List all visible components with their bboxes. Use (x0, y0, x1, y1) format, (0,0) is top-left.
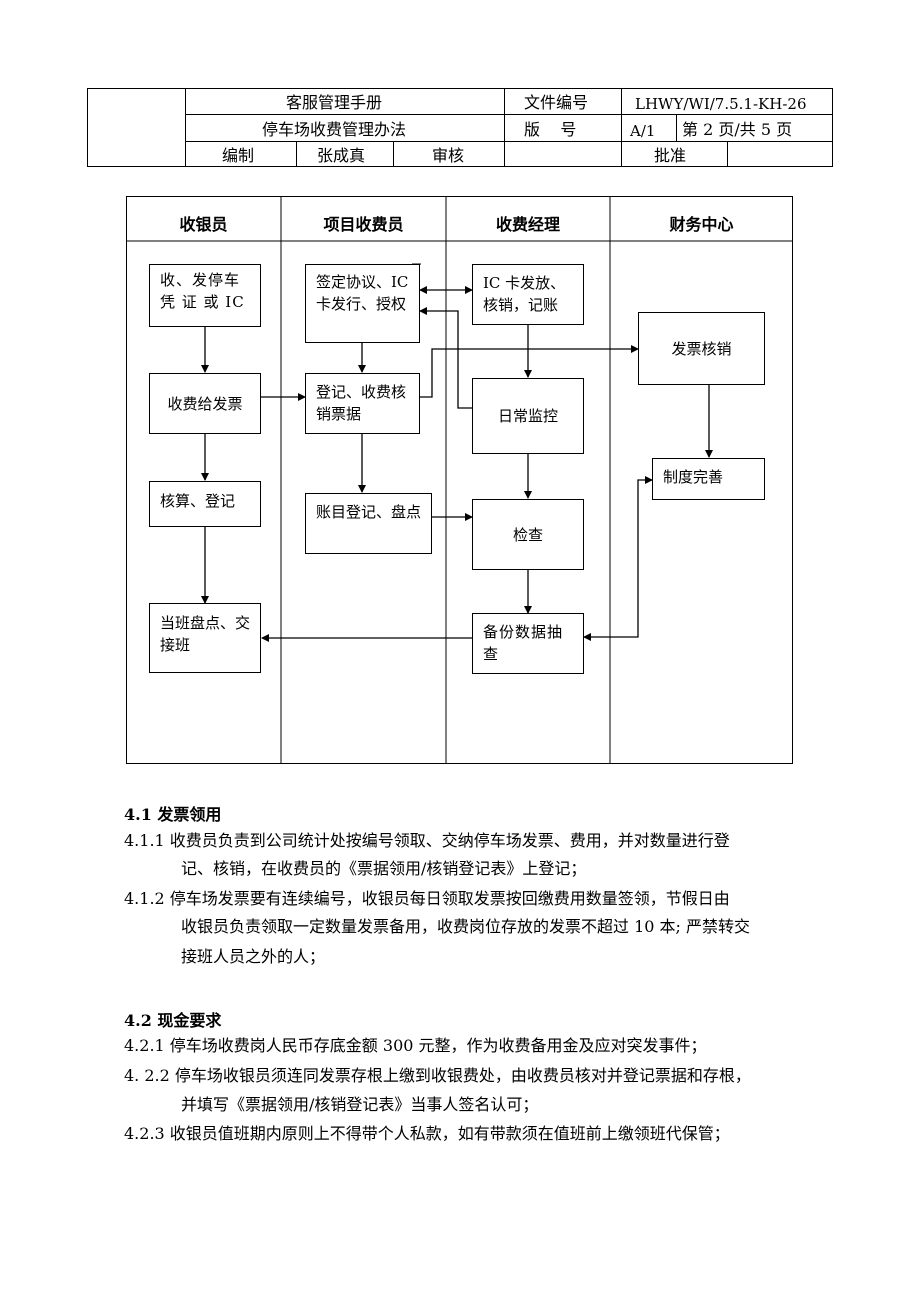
node-daily-monitor: 日常监控 (472, 378, 584, 454)
header-divider (393, 141, 394, 167)
doc-title: 停车场收费管理办法 (262, 120, 407, 139)
lane-finance-center: 财务中心 (669, 215, 734, 234)
file-no-label: 文件编号 (524, 93, 589, 112)
lane-project-collector: 项目收费员 (323, 215, 404, 234)
header-divider (676, 114, 677, 141)
header-border (87, 88, 833, 167)
header-divider (621, 88, 622, 167)
header-divider (504, 88, 505, 167)
node-shift-handover: 当班盘点、交接班 (149, 603, 261, 673)
version-label: 版 号 (524, 120, 577, 139)
paragraph-line: 收银员负责领取一定数量发票备用，收费岗位存放的发票不超过 10 本; 严禁转交 (181, 917, 751, 936)
paragraph-line: 并填写《票据领用/核销登记表》当事人签名认可； (181, 1095, 539, 1114)
lane-cashier: 收银员 (179, 215, 228, 234)
version-value: A/1 (630, 122, 656, 140)
paragraph-line: 4.2.1 停车场收费岗人民币存底金额 300 元整，作为收费备用金及应对突发事… (124, 1036, 707, 1055)
paragraph-line: 4.2.3 收银员值班期内原则上不得带个人私款，如有带款须在值班前上缴领班代保管… (124, 1124, 730, 1143)
node-invoice-cancel: 发票核销 (638, 312, 765, 385)
node-backup-check: 备份数据抽查 (472, 613, 584, 674)
section-title: 4.2 现金要求 (124, 1011, 222, 1030)
paragraph-line: 记、核销，在收费员的《票据领用/核销登记表》上登记； (181, 859, 587, 878)
node-account-register: 核算、登记 (149, 481, 261, 527)
node-system-improve: 制度完善 (652, 458, 765, 500)
node-issue-voucher: 收、发停车凭 证 或 IC (149, 264, 261, 327)
header-divider (185, 141, 833, 142)
reviewed-label: 审核 (432, 146, 465, 165)
prepared-value: 张成真 (317, 146, 366, 165)
node-inspect: 检查 (472, 499, 584, 570)
node-register-cancel: 登记、收费核销票据 (305, 373, 420, 434)
page-info: 第 2 页/共 5 页 (682, 120, 793, 139)
approved-label: 批准 (654, 146, 687, 165)
prepared-label: 编制 (222, 146, 255, 165)
header-divider (185, 88, 186, 167)
manual-title: 客服管理手册 (286, 93, 383, 112)
node-charge-invoice: 收费给发票 (149, 373, 261, 434)
header-divider (296, 141, 297, 167)
paragraph-line: 4.1.2 停车场发票要有连续编号，收银员每日领取发票按回缴费用数量签领，节假日… (124, 889, 730, 908)
lane-charge-manager: 收费经理 (495, 215, 560, 234)
header-divider (727, 141, 728, 167)
flowchart-frame (126, 196, 793, 764)
file-no-value: LHWY/WI/7.5.1-KH-26 (635, 95, 807, 113)
paragraph-line: 4.1.1 收费员负责到公司统计处按编号领取、交纳停车场发票、费用，并对数量进行… (124, 831, 730, 850)
section-title: 4.1 发票领用 (124, 805, 222, 824)
node-ic-issue: IC 卡发放、核销，记账 (472, 264, 584, 325)
node-sign-agreement: 签定协议、IC 卡发行、授权 (305, 264, 420, 343)
node-ledger-inventory: 账目登记、盘点 (305, 493, 432, 554)
paragraph-line: 接班人员之外的人； (181, 947, 326, 966)
header-divider (185, 114, 833, 115)
paragraph-line: 4. 2.2 停车场收银员须连同发票存根上缴到收银费处，由收费员核对并登记票据和… (124, 1066, 751, 1085)
